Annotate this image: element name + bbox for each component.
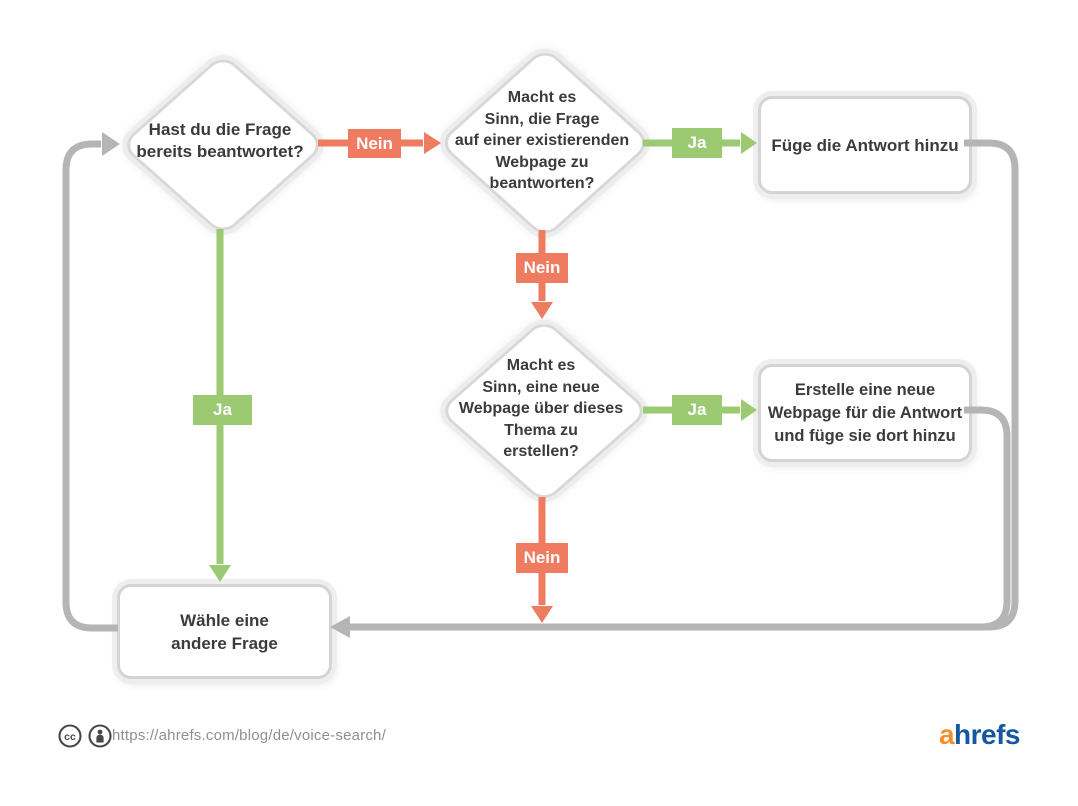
cc-icon: cc [58, 724, 82, 748]
decision-new-page-text: Macht es Sinn, eine neue Webpage über di… [431, 355, 651, 463]
ahrefs-logo-hrefs: hrefs [954, 719, 1020, 750]
decision-existing-page-text: Macht es Sinn, die Frage auf einer exist… [432, 87, 652, 195]
cc-license-icons: cc [58, 724, 112, 748]
text-line: Webpage für die Antwort [767, 403, 963, 422]
text-line: erstellen? [503, 443, 579, 460]
text-line: Füge die Antwort hinzu [771, 135, 959, 155]
text-line: beantworten? [489, 175, 595, 192]
text-line: Wähle eine [180, 610, 269, 630]
edge-label-yes-2: Ja [672, 395, 722, 425]
action-create-page: Erstelle eine neue Webpage für die Antwo… [758, 364, 972, 462]
yes-arrowhead-into-add [741, 132, 757, 154]
loop-connector-left [62, 140, 118, 632]
attribution-icon [88, 724, 112, 748]
edge-label-no-3: Nein [516, 543, 568, 573]
loop-arrowhead-into-choose-question [330, 616, 350, 638]
text-line: Macht es [507, 89, 577, 106]
text-line: Hast du die Frage [148, 120, 292, 139]
text-line: Sinn, die Frage [484, 110, 600, 128]
edge-label-yes-1: Ja [672, 128, 722, 158]
text-line: Sinn, eine neue [482, 378, 600, 396]
action-create-page-text: Erstelle eine neue Webpage für die Antwo… [768, 379, 962, 448]
action-add-answer-text: Füge die Antwort hinzu [771, 134, 958, 157]
no-arrowhead-into-newpage [531, 302, 553, 319]
text-line: Macht es [506, 357, 576, 374]
decision-answered-text: Hast du die Frage bereits beantwortet? [120, 119, 320, 163]
ahrefs-logo-a: a [938, 719, 955, 750]
edge-label-yes-3: Ja [193, 395, 252, 425]
edge-label-no-1: Nein [348, 129, 401, 158]
ahrefs-logo: ahrefs [928, 719, 1021, 751]
text-line: Erstelle eine neue [794, 380, 936, 399]
edge-label-no-2: Nein [516, 253, 568, 283]
source-url: https://ahrefs.com/blog/de/voice-search/ [112, 727, 386, 744]
yes-arrowhead-into-create [741, 399, 757, 421]
text-line: auf einer existierenden [454, 132, 630, 149]
text-line: Webpage zu [495, 153, 589, 171]
action-choose-question: Wähle eine andere Frage [117, 584, 332, 679]
loop-arrowhead-into-answered [102, 132, 120, 156]
text-line: Webpage über dieses [458, 400, 624, 417]
yes-arrowhead-into-choose [209, 565, 231, 582]
action-add-answer: Füge die Antwort hinzu [758, 96, 972, 194]
text-line: Thema zu [504, 421, 578, 439]
cc-icon-letters: cc [64, 731, 76, 743]
text-line: und füge sie dort hinzu [774, 426, 956, 445]
text-line: andere Frage [171, 633, 278, 653]
action-choose-question-text: Wähle eine andere Frage [171, 609, 278, 655]
no-arrowhead-into-loop [531, 606, 553, 623]
text-line: bereits beantwortet? [136, 142, 304, 161]
